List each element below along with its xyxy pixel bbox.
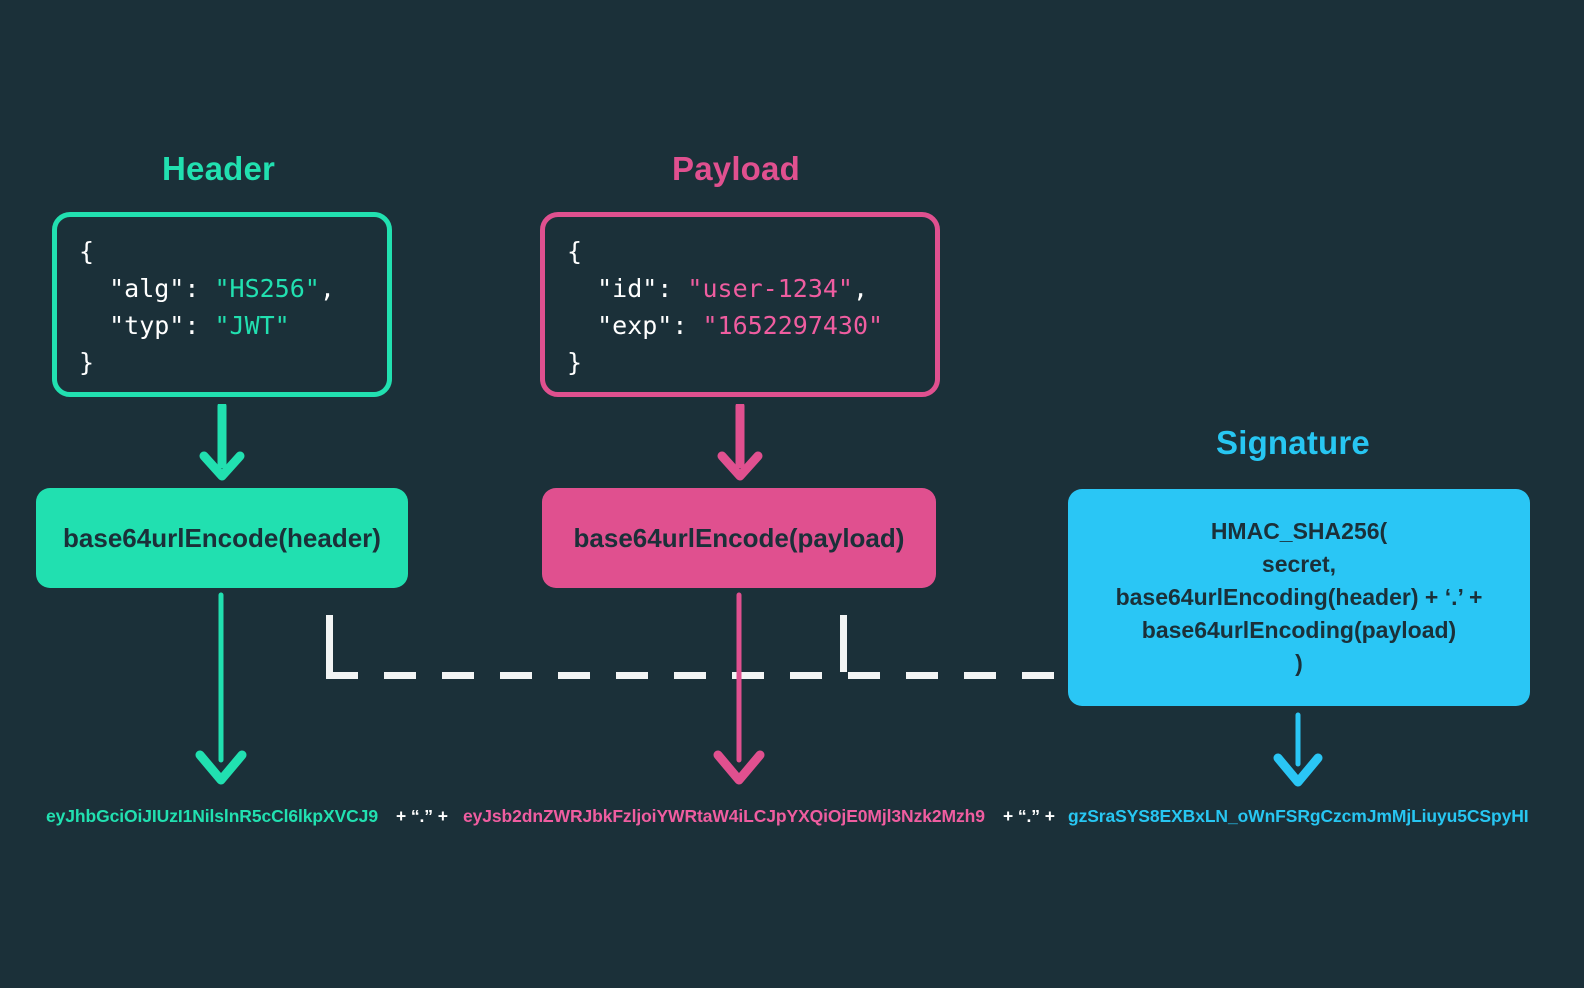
base64url-encode-header-button[interactable]: base64urlEncode(header) [36, 488, 408, 588]
section-title-payload: Payload [672, 150, 800, 187]
arrow-payload-to-encode [717, 404, 763, 481]
jwt-token-signature-segment: gzSraSYS8EXBxLN_oWnFSRgCzcmJmMjLiuyu5CSp… [1068, 806, 1529, 826]
payload-json-key-id: "id": [597, 274, 673, 303]
header-json-comma-1: , [319, 274, 335, 303]
header-json-key-alg: "alg": [109, 274, 200, 303]
header-json-close-brace: } [79, 348, 95, 377]
dashed-connector-line [326, 672, 1071, 679]
jwt-token-header-segment: eyJhbGciOiJIUzI1NilslnR5cCl6lkpXVCJ9 [46, 806, 378, 826]
payload-json-value-id: "user-1234" [687, 274, 853, 303]
payload-json-key-exp: "exp": [597, 311, 688, 340]
payload-json-box: { "id": "user-1234", "exp": "1652297430"… [540, 212, 940, 397]
section-title-signature: Signature [1216, 424, 1370, 461]
payload-json-comma-1: , [853, 274, 869, 303]
payload-json-close-brace: } [567, 348, 583, 377]
section-title-header: Header [162, 150, 276, 187]
header-json-key-typ: "typ": [109, 311, 200, 340]
arrow-header-to-encode [199, 404, 245, 481]
arrow-encode-header-to-token [195, 592, 247, 785]
arrow-encode-payload-to-token [713, 592, 765, 785]
header-json-box: { "alg": "HS256", "typ": "JWT" } [52, 212, 392, 397]
jwt-token-separator-1: + “.” + [396, 806, 448, 826]
header-json-value-typ: "JWT" [214, 311, 290, 340]
jwt-token-separator-2: + “.” + [1003, 806, 1055, 826]
base64url-encode-payload-button[interactable]: base64urlEncode(payload) [542, 488, 936, 588]
jwt-token-payload-segment: eyJsb2dnZWRJbkFzljoiYWRtaW4iLCJpYXQiOjE0… [463, 806, 985, 826]
signature-formula-box[interactable]: HMAC_SHA256( secret, base64urlEncoding(h… [1068, 489, 1530, 706]
dashed-connector-stub-left [326, 615, 333, 672]
payload-json-value-exp: "1652297430" [702, 311, 884, 340]
signature-formula-text: HMAC_SHA256( secret, base64urlEncoding(h… [1115, 518, 1483, 676]
header-json-open-brace: { [79, 237, 95, 266]
dashed-connector-stub-right [840, 615, 847, 672]
header-json-value-alg: "HS256" [214, 274, 320, 303]
payload-json-open-brace: { [567, 237, 583, 266]
arrow-signature-to-token [1273, 712, 1323, 787]
